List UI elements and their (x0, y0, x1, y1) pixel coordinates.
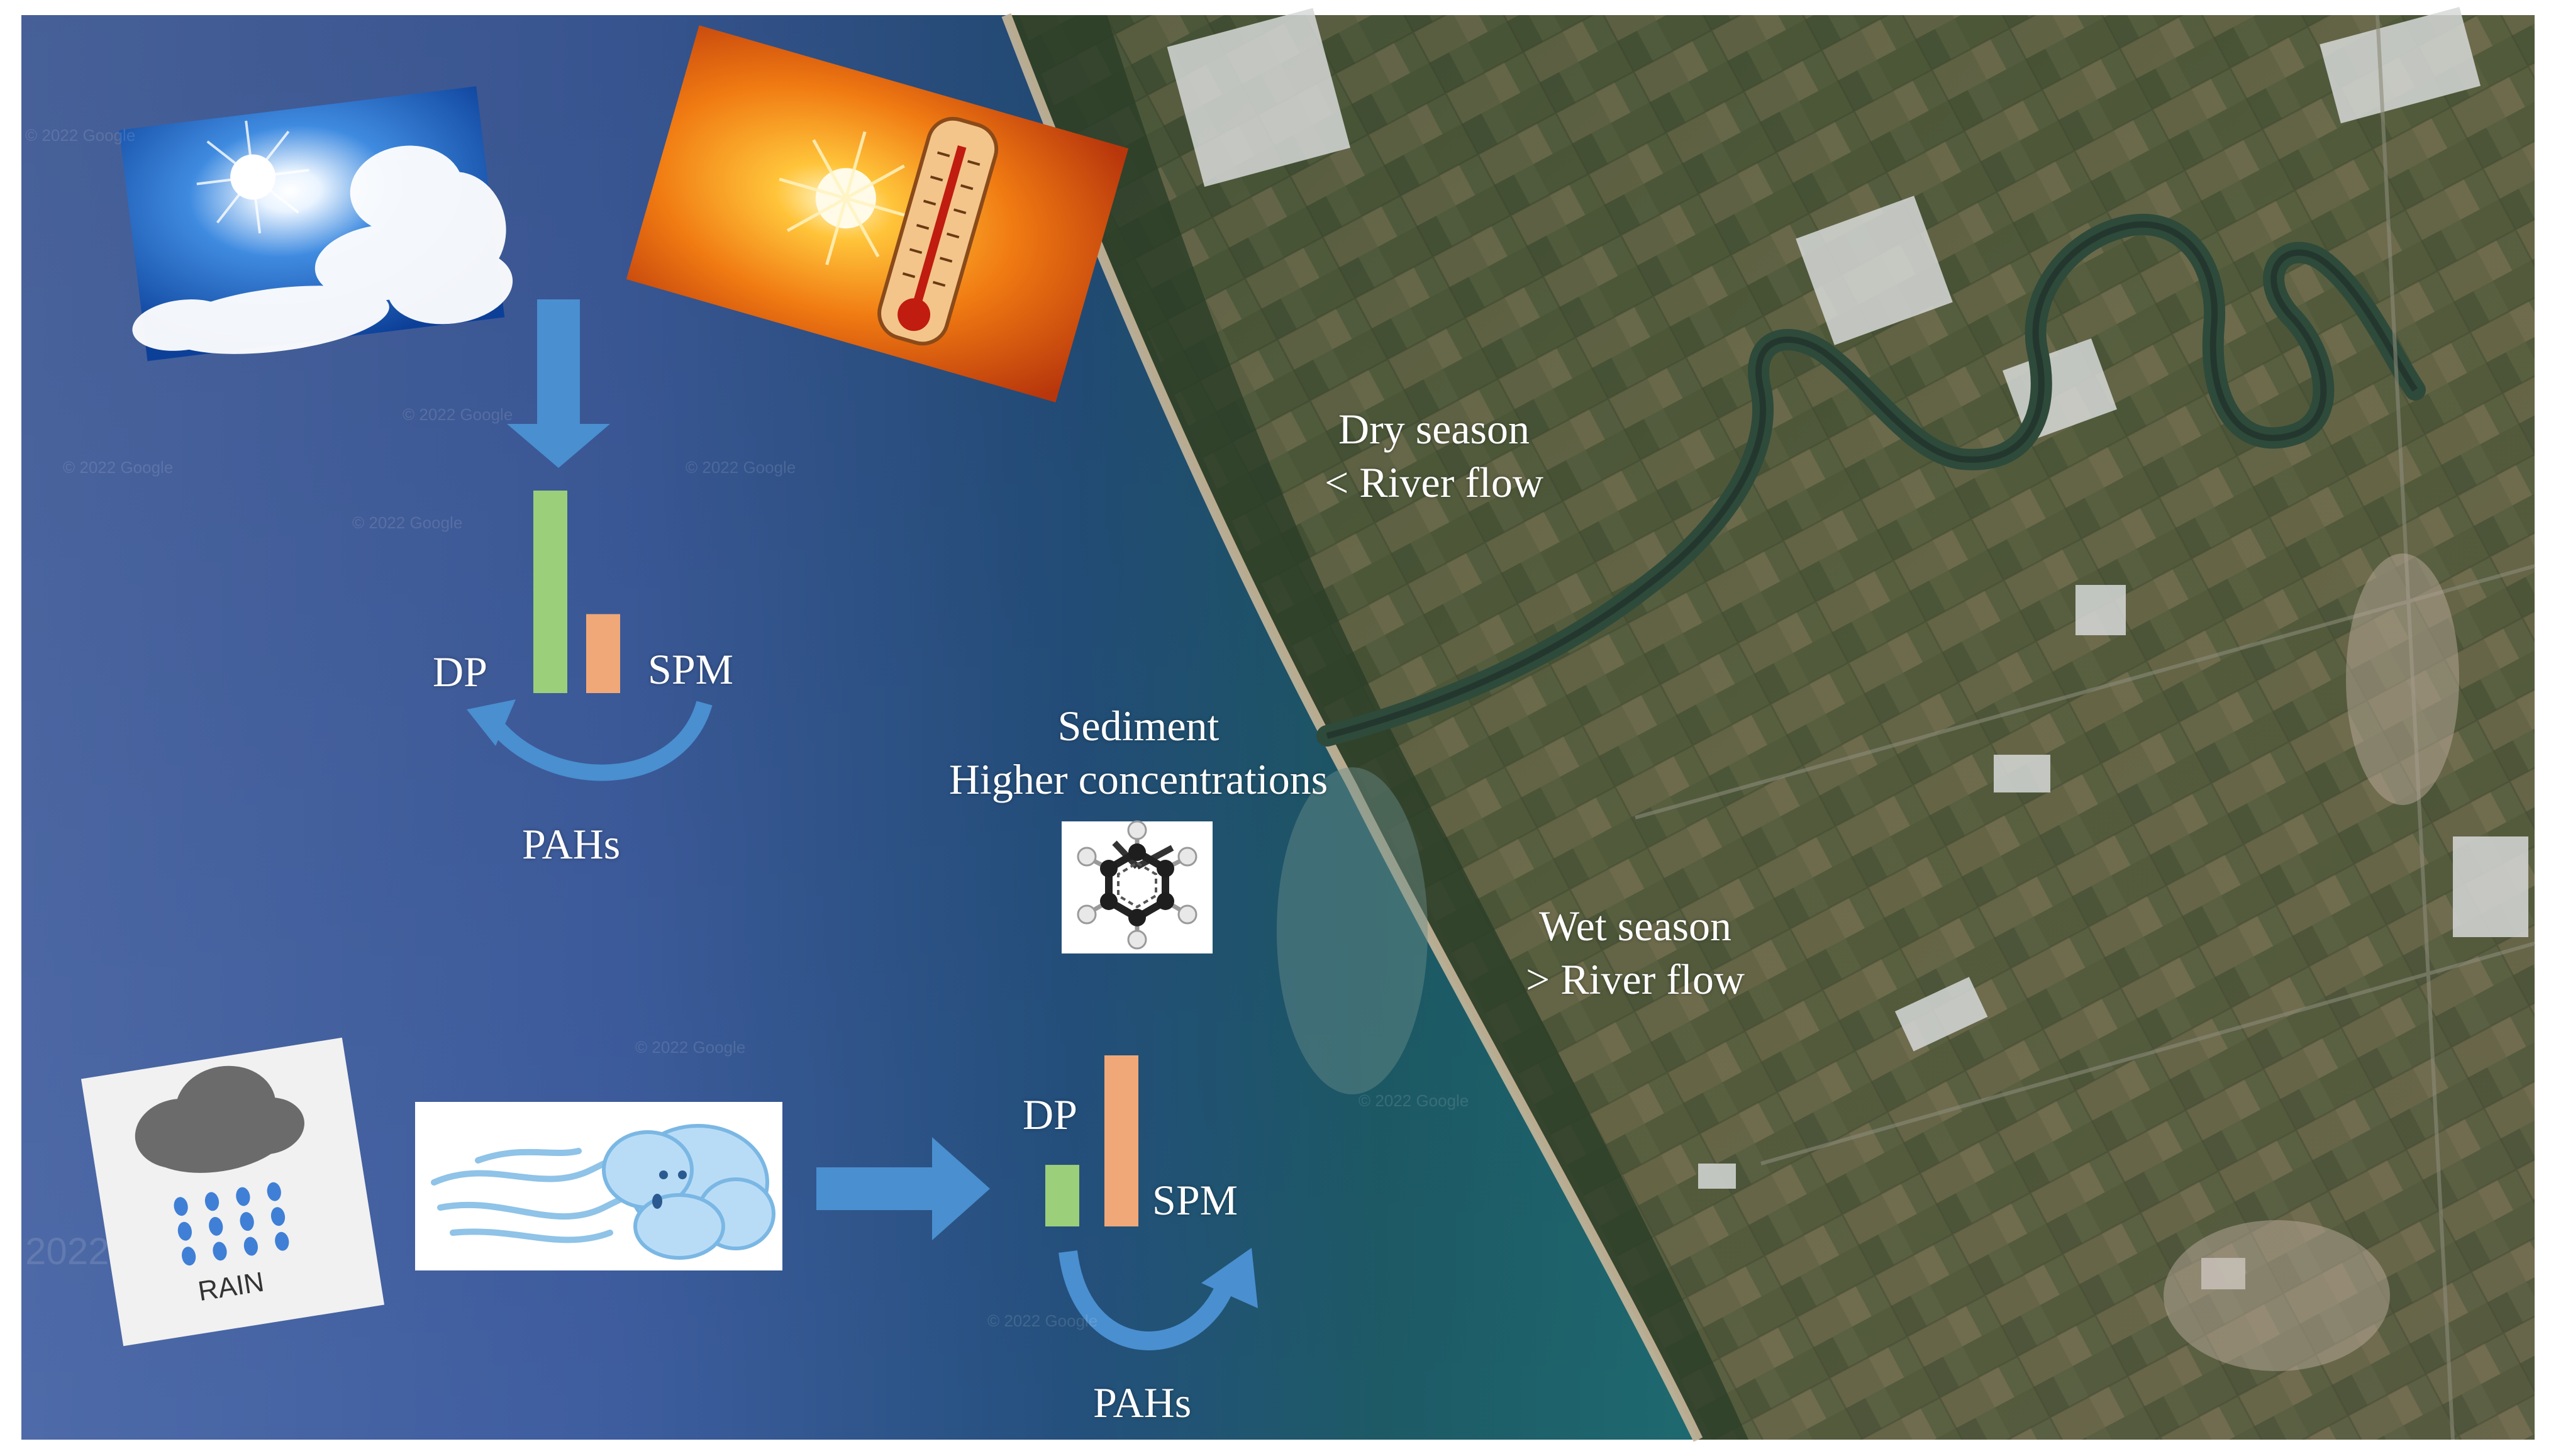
map-watermark: © 2022 Google (352, 513, 463, 532)
wet-season-label: Wet season > River flow (1491, 899, 1780, 1006)
bottom-dp-label: DP (1023, 1091, 1077, 1138)
map-watermark: © 2022 Google (1359, 1091, 1469, 1110)
rain-cloud-icon (81, 1037, 385, 1347)
wet-season-flow: > River flow (1525, 955, 1745, 1003)
down-arrow (507, 299, 610, 468)
top-pahs-label: PAHs (522, 820, 621, 868)
map-watermark: © 2022 Google (25, 126, 136, 145)
beach (1001, 13, 1703, 1442)
map-watermark: © 2022 Google (635, 1038, 746, 1057)
map-watermark: © 2022 Google (403, 405, 513, 424)
dry-season-title: Dry season (1338, 405, 1530, 453)
bottom-spm-label: SPM (1152, 1176, 1238, 1224)
wind-cloud-icon (415, 1102, 782, 1270)
town (2164, 553, 2459, 1371)
sediment-plume (1277, 767, 1428, 1094)
benzene-molecule-icon (1062, 820, 1213, 953)
dry-season-dp-bar (533, 491, 567, 693)
top-dp-label: DP (433, 648, 487, 696)
wet-season-dp-bar (1045, 1165, 1079, 1226)
right-arrow (816, 1137, 990, 1240)
bottom-pahs-label: PAHs (1093, 1379, 1192, 1426)
map-watermark: © 2022 Google (987, 1311, 1098, 1330)
thermometer-photo (626, 25, 1129, 403)
map-watermark: © 2022 Google (686, 458, 796, 477)
wet-season-title: Wet season (1538, 902, 1732, 950)
sun-sky-photo (119, 86, 513, 362)
sediment-label: Sediment Higher concentrations (906, 699, 1371, 806)
greenhouses (1167, 6, 2528, 1289)
pahs-exchange-arrow-top (467, 699, 713, 781)
wet-season-spm-bar (1104, 1055, 1138, 1226)
dry-season-flow: < River flow (1324, 458, 1544, 506)
sediment-concentration: Higher concentrations (948, 755, 1328, 803)
dry-season-label: Dry season < River flow (1296, 403, 1572, 509)
top-spm-label: SPM (648, 645, 734, 693)
dry-season-spm-bar (586, 614, 620, 693)
map-watermark: © 2022 Google (63, 458, 174, 477)
map-watermark: 2022 (25, 1230, 109, 1272)
sediment-title: Sediment (1057, 702, 1220, 750)
pahs-exchange-arrow-bottom (1059, 1248, 1258, 1350)
